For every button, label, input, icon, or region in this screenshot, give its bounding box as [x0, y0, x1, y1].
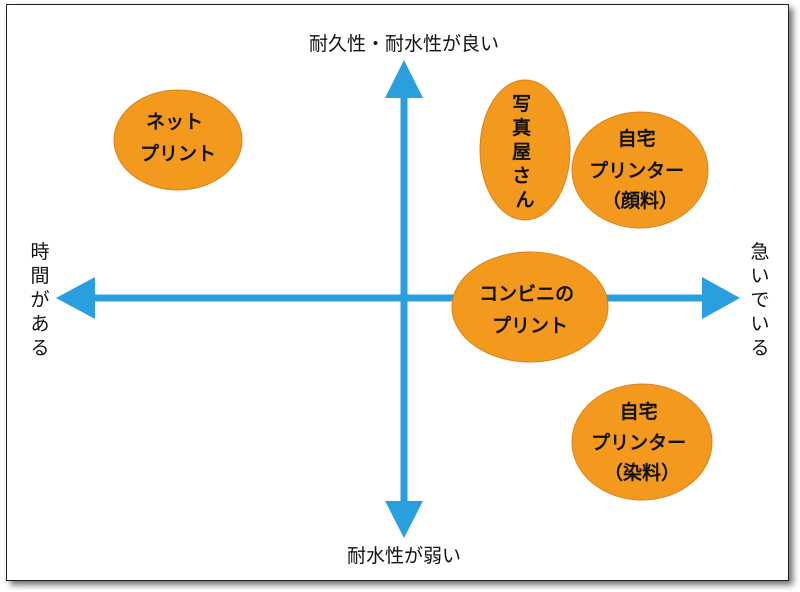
bubble-label: ネット プリント [140, 111, 216, 165]
bubble-label: 自宅 プリンター （染料） [591, 400, 693, 484]
arrowhead-up [385, 60, 423, 98]
axis-label-top: 耐久性・耐水性が良い [309, 33, 499, 55]
axes [56, 60, 740, 538]
axis-label-left: 時間がある [30, 241, 49, 359]
axis-label-bottom: 耐水性が弱い [347, 545, 461, 567]
bubble-shape [479, 79, 571, 221]
bubble-label-line: プリンター [589, 159, 684, 182]
bubble-shape [113, 89, 243, 191]
arrowhead-left [56, 277, 95, 319]
bubble-label-line: 自宅 [620, 400, 658, 423]
bubble-label-line: 自宅 [618, 127, 656, 150]
axis-label-char: る [30, 337, 49, 359]
axis-label-right: 急いでいる [750, 241, 769, 359]
axis-label-char: あ [30, 313, 49, 335]
axis-label-char: い [750, 265, 769, 287]
bubble-convenience-store: コンビニの プリント [451, 251, 609, 363]
axis-label-char: る [750, 337, 769, 359]
bubble-label: コンビニの プリント [479, 283, 581, 337]
bubble-label-line: （顔料） [602, 189, 678, 212]
bubble-label-line: 真 [512, 116, 531, 139]
axis-label-char: で [750, 289, 769, 311]
axis-label-char: 急 [750, 241, 769, 263]
bubble-label-line: コンビニの [479, 283, 574, 305]
axis-label-char: 時 [30, 241, 49, 263]
bubble-label-line: プリント [492, 314, 568, 337]
axis-label-char: 間 [30, 265, 49, 287]
bubble-label-line: 写 [512, 93, 531, 115]
bubble-photo-shop: 写 真 屋 さ ん [479, 79, 571, 221]
bubble-label: 写 真 屋 さ ん [512, 93, 538, 211]
arrowhead-right [702, 277, 740, 319]
bubble-shape [571, 383, 713, 501]
bubble-label-line: さ [512, 165, 531, 187]
axis-label-char: い [750, 313, 769, 335]
bubble-shape [571, 111, 709, 229]
axis-label-char: が [30, 289, 49, 311]
bubble-home-dye: 自宅 プリンター （染料） [571, 383, 713, 501]
bubble-label-line: 屋 [512, 141, 531, 163]
bubble-label-line: プリンター [591, 431, 686, 454]
bubble-home-pigment: 自宅 プリンター （顔料） [571, 111, 709, 229]
bubble-net-print: ネット プリント [113, 89, 243, 191]
bubble-label-line: ネット [146, 111, 203, 133]
bubble-label-line: （染料） [604, 461, 680, 484]
bubble-label-line: ん [515, 189, 534, 211]
bubble-shape [451, 251, 609, 363]
bubble-label-line: プリント [140, 142, 216, 165]
bubble-label: 自宅 プリンター （顔料） [589, 127, 691, 212]
arrowhead-down [385, 501, 423, 538]
